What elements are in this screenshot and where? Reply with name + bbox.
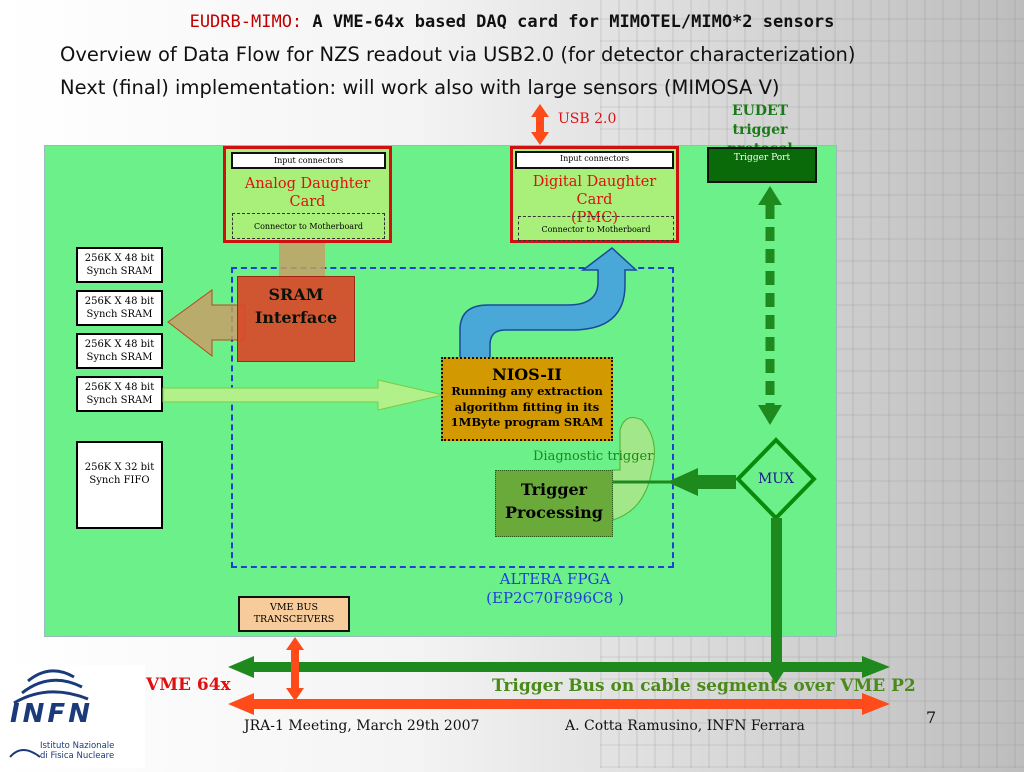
infn-logo-line2: di Fisica Nucleare — [40, 751, 115, 761]
sram-interface-line2: Interface — [254, 308, 338, 327]
page-number: 7 — [926, 708, 937, 727]
eudet-label-line1: EUDET — [731, 103, 789, 119]
diagnostic-loop-arrow — [611, 417, 655, 521]
usb-label: USB 2.0 — [558, 111, 617, 127]
nios-line2: algorithm fitting in its — [454, 399, 600, 414]
slide-title: EUDRB-MIMO: A VME-64x based DAQ card for… — [0, 12, 1024, 32]
vme-bus-transceivers: VME BUS TRANSCEIVERS — [238, 596, 350, 632]
sram-chip-4: 256K X 48 bit Synch SRAM — [76, 376, 163, 412]
diagnostic-trigger-label: Diagnostic trigger — [533, 449, 654, 464]
sram-chip-2-line1: 256K X 48 bit — [84, 296, 155, 307]
vme-bus-label: VME 64x — [146, 675, 231, 695]
sram-chip-3: 256K X 48 bit Synch SRAM — [76, 333, 163, 369]
analog-input-connectors: Input connectors — [231, 152, 386, 169]
mux-label: MUX — [757, 471, 795, 487]
digital-card-name: Digital Daughter Card (PMC) — [513, 173, 676, 227]
sram-chip-1: 256K X 48 bit Synch SRAM — [76, 247, 163, 283]
sram-chip-3-line2: Synch SRAM — [86, 352, 153, 363]
nios-line3: 1MByte program SRAM — [450, 415, 604, 429]
sram-interface-line1: SRAM — [268, 285, 324, 304]
trigger-port-arrow-head-up — [758, 186, 782, 205]
fifo-chip-line2: Synch FIFO — [89, 475, 150, 486]
subtitle-2: Next (final) implementation: will work a… — [60, 76, 780, 99]
trigger-processing: Trigger Processing — [495, 470, 613, 537]
infn-logo-name: INFN — [10, 699, 93, 729]
usb-arrow — [531, 104, 549, 145]
sram-chip-4-line2: Synch SRAM — [86, 395, 153, 406]
sram-chip-2-line2: Synch SRAM — [86, 309, 153, 320]
fpga-label-line2: (EP2C70F896C8 ) — [486, 589, 624, 607]
vme-transceiver-link — [286, 637, 304, 701]
fifo-chip: 256K X 32 bit Synch FIFO — [76, 441, 163, 529]
sram-chip-3-line1: 256K X 48 bit — [84, 339, 155, 350]
trigger-processing-line2: Processing — [505, 503, 603, 522]
infn-logo-line1: Istituto Nazionale — [40, 741, 115, 751]
trigger-bus-label: Trigger Bus on cable segments over VME P… — [492, 676, 916, 696]
nios-title: NIOS-II — [492, 365, 562, 384]
analog-to-sram-band — [279, 243, 325, 280]
infn-logo: INFN Istituto Nazionale di Fisica Nuclea… — [0, 665, 145, 768]
nios-to-digital-pipe — [459, 247, 638, 359]
vme-transceivers-line1: VME BUS — [269, 602, 319, 613]
infn-logo-mark — [9, 669, 89, 758]
trigger-processing-line1: Trigger — [520, 480, 588, 499]
digital-card-name-line2: (PMC) — [570, 210, 618, 226]
sram-to-nios-arrow — [162, 379, 444, 411]
fpga-label: ALTERA FPGA (EP2C70F896C8 ) — [470, 570, 640, 608]
mux-to-bus-link — [771, 518, 782, 666]
infn-logo-text: Istituto Nazionale di Fisica Nucleare — [40, 741, 114, 761]
nios-line1: Running any extraction — [451, 384, 603, 398]
title-prefix: EUDRB-MIMO: — [189, 12, 303, 32]
fifo-chip-line1: 256K X 32 bit — [84, 462, 155, 473]
subtitle-1: Overview of Data Flow for NZS readout vi… — [60, 43, 856, 66]
footer-author: A. Cotta Ramusino, INFN Ferrara — [565, 718, 805, 734]
fpga-label-line1: ALTERA FPGA — [499, 570, 611, 588]
nios-ii-block: NIOS-II Running any extraction algorithm… — [441, 357, 613, 441]
sram-chip-1-line1: 256K X 48 bit — [84, 253, 155, 264]
digital-daughter-card: Input connectors Digital Daughter Card (… — [510, 146, 679, 243]
vme-transceivers-line2: TRANSCEIVERS — [253, 614, 335, 625]
sram-chip-2: 256K X 48 bit Synch SRAM — [76, 290, 163, 326]
digital-input-connectors: Input connectors — [515, 151, 674, 169]
digital-card-name-line1: Digital Daughter Card — [532, 174, 657, 208]
title-main: A VME-64x based DAQ card for MIMOTEL/MIM… — [312, 12, 835, 32]
mux-to-trigger-arrow — [667, 468, 736, 496]
trigger-port-arrow-head-down — [758, 405, 782, 425]
analog-connector-to-motherboard: Connector to Motherboard — [232, 213, 385, 239]
analog-daughter-card: Input connectors Analog Daughter Card Co… — [223, 146, 392, 243]
fpga-boundary — [231, 267, 674, 568]
sram-chip-4-line1: 256K X 48 bit — [84, 382, 155, 393]
footer-meeting: JRA-1 Meeting, March 29th 2007 — [244, 718, 480, 734]
vme-bus-arrow — [228, 693, 890, 715]
sram-chip-1-line2: Synch SRAM — [86, 266, 153, 277]
trigger-port: Trigger Port — [707, 147, 817, 183]
trigger-bus-arrow — [228, 656, 890, 678]
digital-connector-to-motherboard: Connector to Motherboard — [518, 216, 674, 241]
sram-interface-to-memory-arrow — [167, 289, 246, 358]
sram-interface: SRAM Interface — [237, 276, 355, 362]
analog-card-name: Analog Daughter Card — [244, 176, 371, 210]
